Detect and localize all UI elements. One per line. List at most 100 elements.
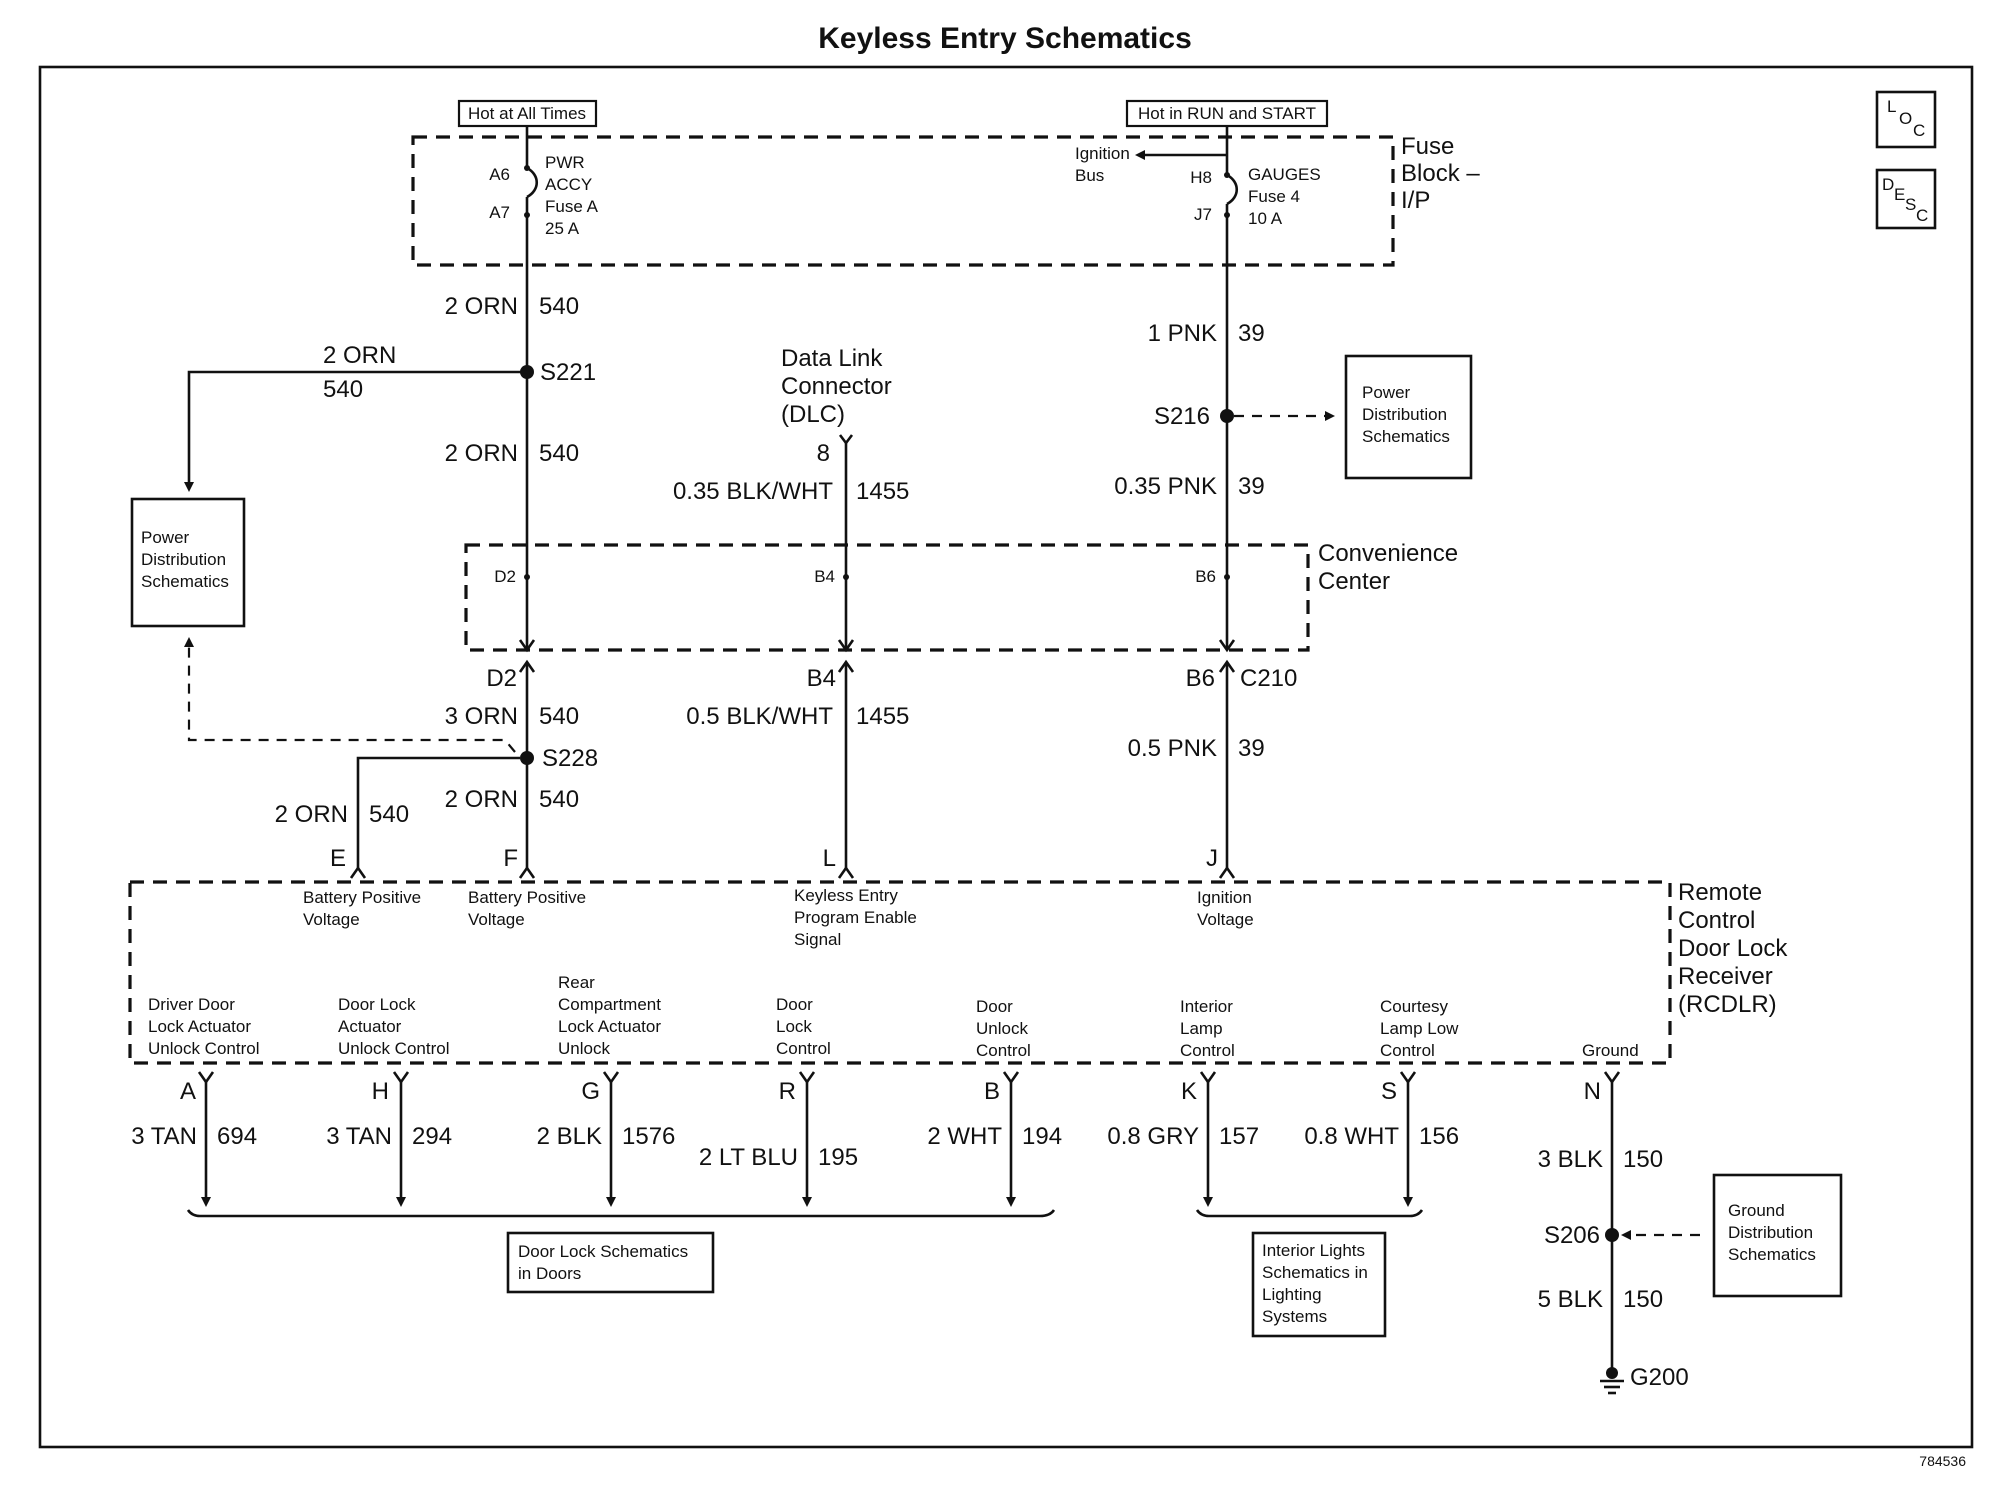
ground-icon (1600, 1367, 1624, 1395)
wire-4-circuit: 540 (539, 703, 579, 730)
rcdlr-b-label-2: Unlock (976, 1019, 1028, 1038)
interior-lights-schematics-box[interactable]: Interior Lights Schematics in Lighting S… (1251, 1231, 1387, 1338)
wire-g-color: 2 BLK (537, 1123, 602, 1150)
wire-9-color: 1 PNK (1148, 320, 1217, 347)
wire-5-color: 2 ORN (445, 786, 518, 813)
fuse-pin-h8: H8 (1190, 168, 1212, 187)
rcdlr-a-label-3: Unlock Control (148, 1039, 260, 1058)
rcdlr-l-label-2: Program Enable (794, 908, 917, 927)
wire-b-color: 2 WHT (927, 1123, 1002, 1150)
wire-k-circuit: 157 (1219, 1123, 1259, 1150)
c210-name: C210 (1240, 665, 1297, 692)
svg-text:Distribution: Distribution (1728, 1223, 1813, 1242)
connector-c210 (518, 639, 1236, 673)
rcdlr-pin-r: R (779, 1078, 796, 1105)
figure-id: 784536 (1919, 1453, 1966, 1469)
rcdlr-h-label-2: Actuator (338, 1017, 402, 1036)
svg-text:Schematics: Schematics (1728, 1245, 1816, 1264)
rcdlr-f-label-2: Voltage (468, 910, 525, 929)
loc-icon[interactable]: L O C (1875, 90, 1937, 149)
fuse-a-label-3: Fuse A (545, 197, 599, 216)
rcdlr-l-label-3: Signal (794, 930, 841, 949)
svg-text:Hot in RUN and START: Hot in RUN and START (1138, 104, 1316, 123)
rcdlr-pin-j: J (1206, 845, 1218, 872)
rcdlr-h-label-1: Door Lock (338, 995, 416, 1014)
wire-3-color: 2 ORN (445, 440, 518, 467)
fuse-4-label-3: 10 A (1248, 209, 1283, 228)
rcdlr-pin-l: L (823, 845, 836, 872)
rcdlr-name-3: Door Lock (1678, 935, 1788, 962)
svg-text:Systems: Systems (1262, 1307, 1327, 1326)
wire-11-color: 0.5 PNK (1128, 735, 1217, 762)
wire-s-circuit: 156 (1419, 1123, 1459, 1150)
rcdlr-a-label-1: Driver Door (148, 995, 235, 1014)
wire-1-color: 2 ORN (445, 293, 518, 320)
fuse-block-name: Fuse (1401, 133, 1454, 160)
wire-10-circuit: 39 (1238, 473, 1265, 500)
splice-s206 (1605, 1228, 1619, 1242)
wire-540-branch-s228 (356, 756, 520, 868)
desc-letter-s: S (1905, 195, 1916, 214)
fuse-block-outline (411, 135, 1395, 267)
rcdlr-pin-g: G (581, 1078, 600, 1105)
splice-s228-label: S228 (542, 745, 598, 772)
convenience-center-name-2: Center (1318, 568, 1390, 595)
dlc-name-2: Connector (781, 373, 892, 400)
power-distribution-box-left[interactable]: Power Distribution Schematics (130, 497, 246, 628)
desc-icon[interactable]: D E S C (1875, 168, 1937, 230)
s228-dashed-link (184, 637, 516, 753)
convenience-center-name: Convenience (1318, 540, 1458, 567)
rcdlr-name-4: Receiver (1678, 963, 1773, 990)
rcdlr-a-label-2: Lock Actuator (148, 1017, 251, 1036)
svg-text:Schematics: Schematics (1362, 427, 1450, 446)
door-lock-schematics-box[interactable]: Door Lock Schematics in Doors (506, 1231, 715, 1294)
wire-1-circuit: 540 (539, 293, 579, 320)
wire-r-color: 2 LT BLU (699, 1144, 798, 1171)
ground-distribution-box[interactable]: Ground Distribution Schematics (1712, 1173, 1843, 1298)
wire-7-circuit: 1455 (856, 478, 909, 505)
interior-lights-bracket (1195, 1209, 1424, 1218)
wire-h-color: 3 TAN (326, 1123, 392, 1150)
wire-7-color: 0.35 BLK/WHT (673, 478, 833, 505)
svg-text:Distribution: Distribution (1362, 405, 1447, 424)
power-distribution-box-right[interactable]: Power Distribution Schematics (1344, 354, 1473, 480)
wire-5-circuit: 540 (539, 786, 579, 813)
wire-6-color: 2 ORN (275, 801, 348, 828)
cc-pin-d2: D2 (494, 567, 516, 586)
rcdlr-b-label-3: Control (976, 1041, 1031, 1060)
rcdlr-pin-b: B (984, 1078, 1000, 1105)
rcdlr-pin-f: F (503, 845, 518, 872)
wire-n2-color: 5 BLK (1538, 1286, 1603, 1313)
rcdlr-pin-n: N (1584, 1078, 1601, 1105)
rcdlr-name-1: Remote (1678, 879, 1762, 906)
rcdlr-pin-e: E (330, 845, 346, 872)
c210-pin-d2: D2 (486, 665, 517, 692)
wire-a-color: 3 TAN (131, 1123, 197, 1150)
fuse-4-label-2: Fuse 4 (1248, 187, 1300, 206)
rcdlr-e-label-2: Voltage (303, 910, 360, 929)
hot-at-all-times-label: Hot at All Times (457, 99, 598, 128)
rcdlr-name-2: Control (1678, 907, 1755, 934)
wire-g-circuit: 1576 (622, 1123, 675, 1150)
rcdlr-g-label-1: Rear (558, 973, 595, 992)
rcdlr-g-label-2: Compartment (558, 995, 661, 1014)
svg-text:Schematics: Schematics (141, 572, 229, 591)
rcdlr-pin-k: K (1181, 1078, 1197, 1105)
fuse-a-label-4: 25 A (545, 219, 580, 238)
rcdlr-f-label-1: Battery Positive (468, 888, 586, 907)
cc-pin-b4: B4 (814, 567, 835, 586)
svg-text:Interior Lights: Interior Lights (1262, 1241, 1365, 1260)
fuse-pin-a7: A7 (489, 203, 510, 222)
rcdlr-outline (128, 880, 1672, 1065)
splice-s221-label: S221 (540, 359, 596, 386)
fuse-4-label-1: GAUGES (1248, 165, 1321, 184)
wire-8-circuit: 1455 (856, 703, 909, 730)
svg-text:Power: Power (1362, 383, 1411, 402)
svg-text:Ground: Ground (1728, 1201, 1785, 1220)
rcdlr-j-label-1: Ignition (1197, 888, 1252, 907)
c210-pin-b4: B4 (807, 665, 836, 692)
rcdlr-bottom-pins (197, 1071, 1621, 1085)
door-lock-bracket (186, 1209, 1056, 1218)
desc-letter-e: E (1894, 185, 1905, 204)
wire-10-color: 0.35 PNK (1114, 473, 1217, 500)
